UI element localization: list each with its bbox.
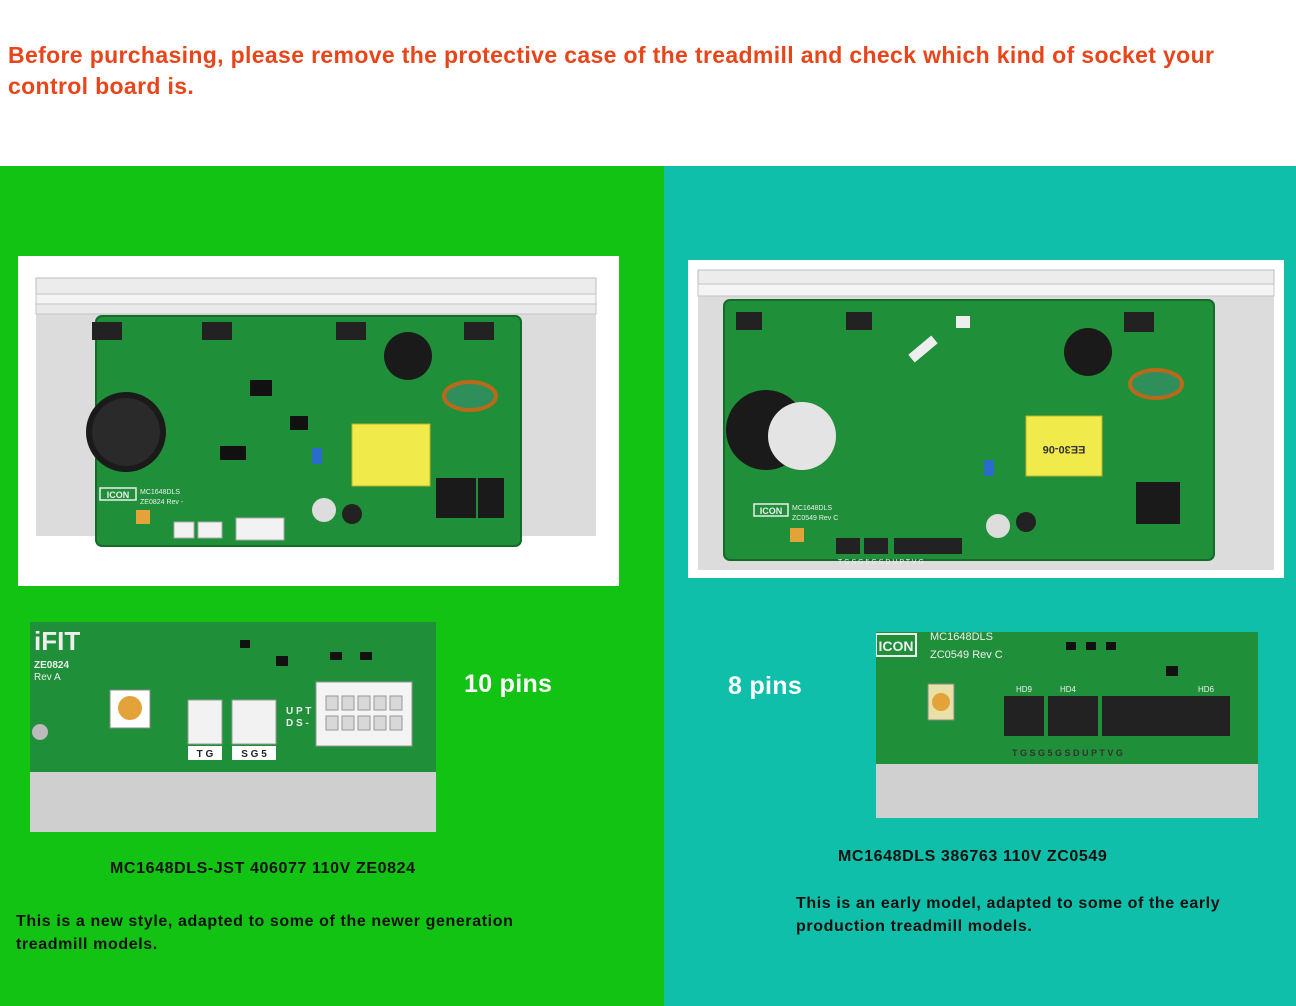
closeup-rev-text: Rev A bbox=[34, 672, 61, 683]
board-pin-marks: T G S G 5 G S D U P T V G bbox=[838, 559, 924, 566]
closeup-code-text: ZE0824 bbox=[34, 660, 69, 671]
board-model-text: MC1648DLS bbox=[792, 505, 832, 512]
header-hd4: HD4 bbox=[1060, 685, 1077, 694]
board-brand-text: ICON bbox=[107, 490, 130, 500]
closeup-brand-text: ICON bbox=[879, 638, 914, 654]
new-style-board-photo: ICON MC1648DLS ZE0824 Rev - bbox=[18, 256, 619, 586]
closeup-pin-marks: T G S G 5 G S D U P T V G bbox=[1012, 748, 1123, 758]
early-style-connector-closeup: ICON MC1648DLS ZC0549 Rev C HD9 HD4 HD6 … bbox=[876, 632, 1258, 818]
board-rev-text: ZE0824 Rev - bbox=[140, 499, 184, 506]
early-style-pin-count: 8 pins bbox=[728, 672, 803, 700]
pin-mark-tg: T G bbox=[197, 749, 214, 760]
pin-mark-sg5: S G 5 bbox=[241, 749, 267, 760]
early-style-board-photo: EE30-06 ICON MC1648DLS ZC0549 Rev C T G … bbox=[688, 260, 1284, 578]
header-hd9: HD9 bbox=[1016, 685, 1033, 694]
new-style-pin-count: 10 pins bbox=[464, 670, 553, 698]
board-rev-text: ZC0549 Rev C bbox=[792, 515, 838, 522]
transformer-text: EE30-06 bbox=[1043, 443, 1086, 455]
new-style-connector-closeup: iFIT ZE0824 Rev A T G S G 5 U P T D S - bbox=[30, 622, 436, 832]
closeup-rev-text: ZC0549 Rev C bbox=[930, 649, 1003, 661]
board-brand-text: ICON bbox=[760, 506, 783, 516]
pin-mark-upt: U P T bbox=[286, 706, 311, 717]
pin-mark-ds: D S - bbox=[286, 718, 309, 729]
early-style-description: This is an early model, adapted to some … bbox=[796, 895, 1221, 935]
header-hd6: HD6 bbox=[1198, 685, 1215, 694]
closeup-model-text: MC1648DLS bbox=[930, 632, 993, 643]
new-style-description: This is a new style, adapted to some of … bbox=[16, 913, 514, 953]
board-model-text: MC1648DLS bbox=[140, 489, 180, 496]
early-style-model-label: MC1648DLS 386763 110V ZC0549 bbox=[838, 848, 1108, 865]
closeup-brand-text: iFIT bbox=[34, 626, 80, 656]
new-style-model-label: MC1648DLS-JST 406077 110V ZE0824 bbox=[110, 860, 416, 877]
purchase-notice: Before purchasing, please remove the pro… bbox=[8, 42, 1215, 99]
